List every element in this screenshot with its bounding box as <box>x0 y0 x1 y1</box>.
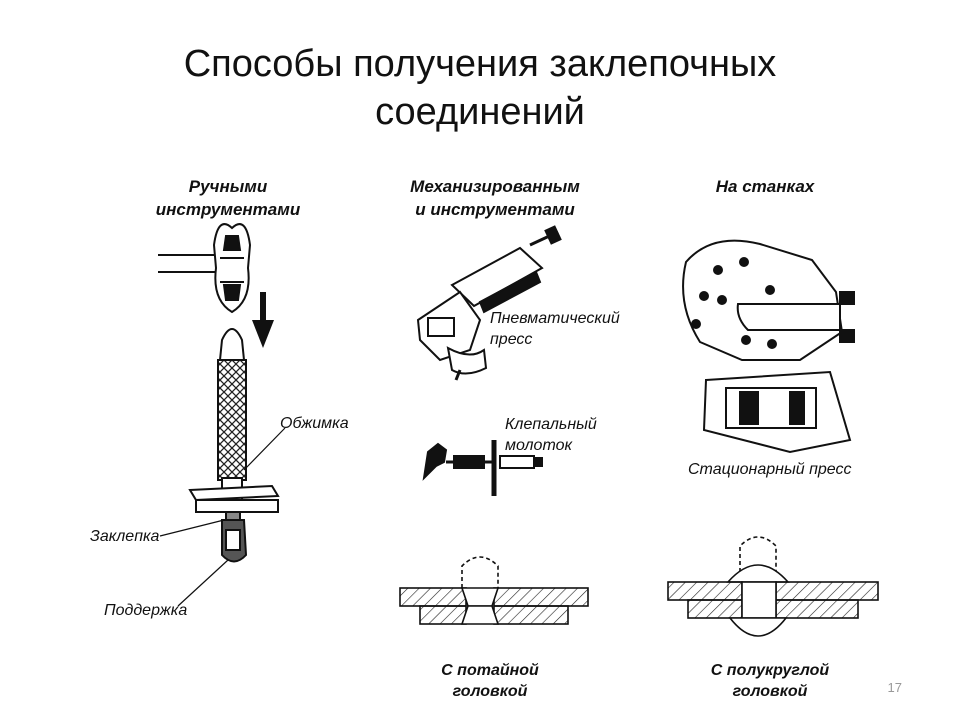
support-tool-icon <box>221 519 248 563</box>
slide-title-line2: соединений <box>375 91 585 133</box>
caption-round-line2: головкой <box>732 683 808 700</box>
label-rivet: Заклепка <box>90 528 160 545</box>
stationary-press-icon <box>682 239 855 454</box>
header-mechanized: Механизированным и инструментами <box>375 175 615 221</box>
caption-round-line1: С полукруглой <box>710 662 830 679</box>
label-riveting-hammer: Клепальный молоток <box>505 414 597 456</box>
hammer-icon <box>158 223 252 314</box>
caption-countersunk: С потайной головкой <box>405 660 575 702</box>
crimp-tool-icon <box>217 328 247 501</box>
caption-round-head: С полукруглой головкой <box>680 660 860 702</box>
slide-title-line1: Способы получения заклепочных <box>183 43 777 85</box>
label-crimp: Обжимка <box>280 415 349 432</box>
riveting-hammer-icon <box>422 440 543 496</box>
header-manual-line1: Ручными <box>188 177 268 196</box>
header-mechanized-line1: Механизированным <box>410 177 580 196</box>
round-head-joint-icon <box>667 536 879 637</box>
page-number: 17 <box>887 680 902 695</box>
pneumatic-press-icon <box>416 225 562 381</box>
header-mechanized-line2: и инструментами <box>415 200 575 219</box>
countersunk-joint-icon <box>399 556 589 625</box>
label-pneumatic-line2: пресс <box>490 331 533 348</box>
label-hammer-line1: Клепальный <box>505 416 597 433</box>
label-support: Поддержка <box>104 602 188 619</box>
header-machines: На станках <box>665 175 865 198</box>
label-pneumatic-line1: Пневматический <box>490 310 620 327</box>
slide-title: Способы получения заклепочных соединений <box>0 40 960 136</box>
label-pneumatic-press: Пневматический пресс <box>490 308 620 350</box>
label-stationary-press: Стационарный пресс <box>688 461 852 478</box>
header-manual-line2: инструментами <box>155 200 301 219</box>
arrow-down-icon <box>252 292 274 348</box>
caption-countersunk-line2: головкой <box>452 683 528 700</box>
header-manual: Ручными инструментами <box>118 175 338 221</box>
caption-countersunk-line1: С потайной <box>441 662 539 679</box>
header-machines-line1: На станках <box>715 177 815 196</box>
label-hammer-line2: молоток <box>505 437 573 454</box>
leader-lines <box>159 427 286 607</box>
